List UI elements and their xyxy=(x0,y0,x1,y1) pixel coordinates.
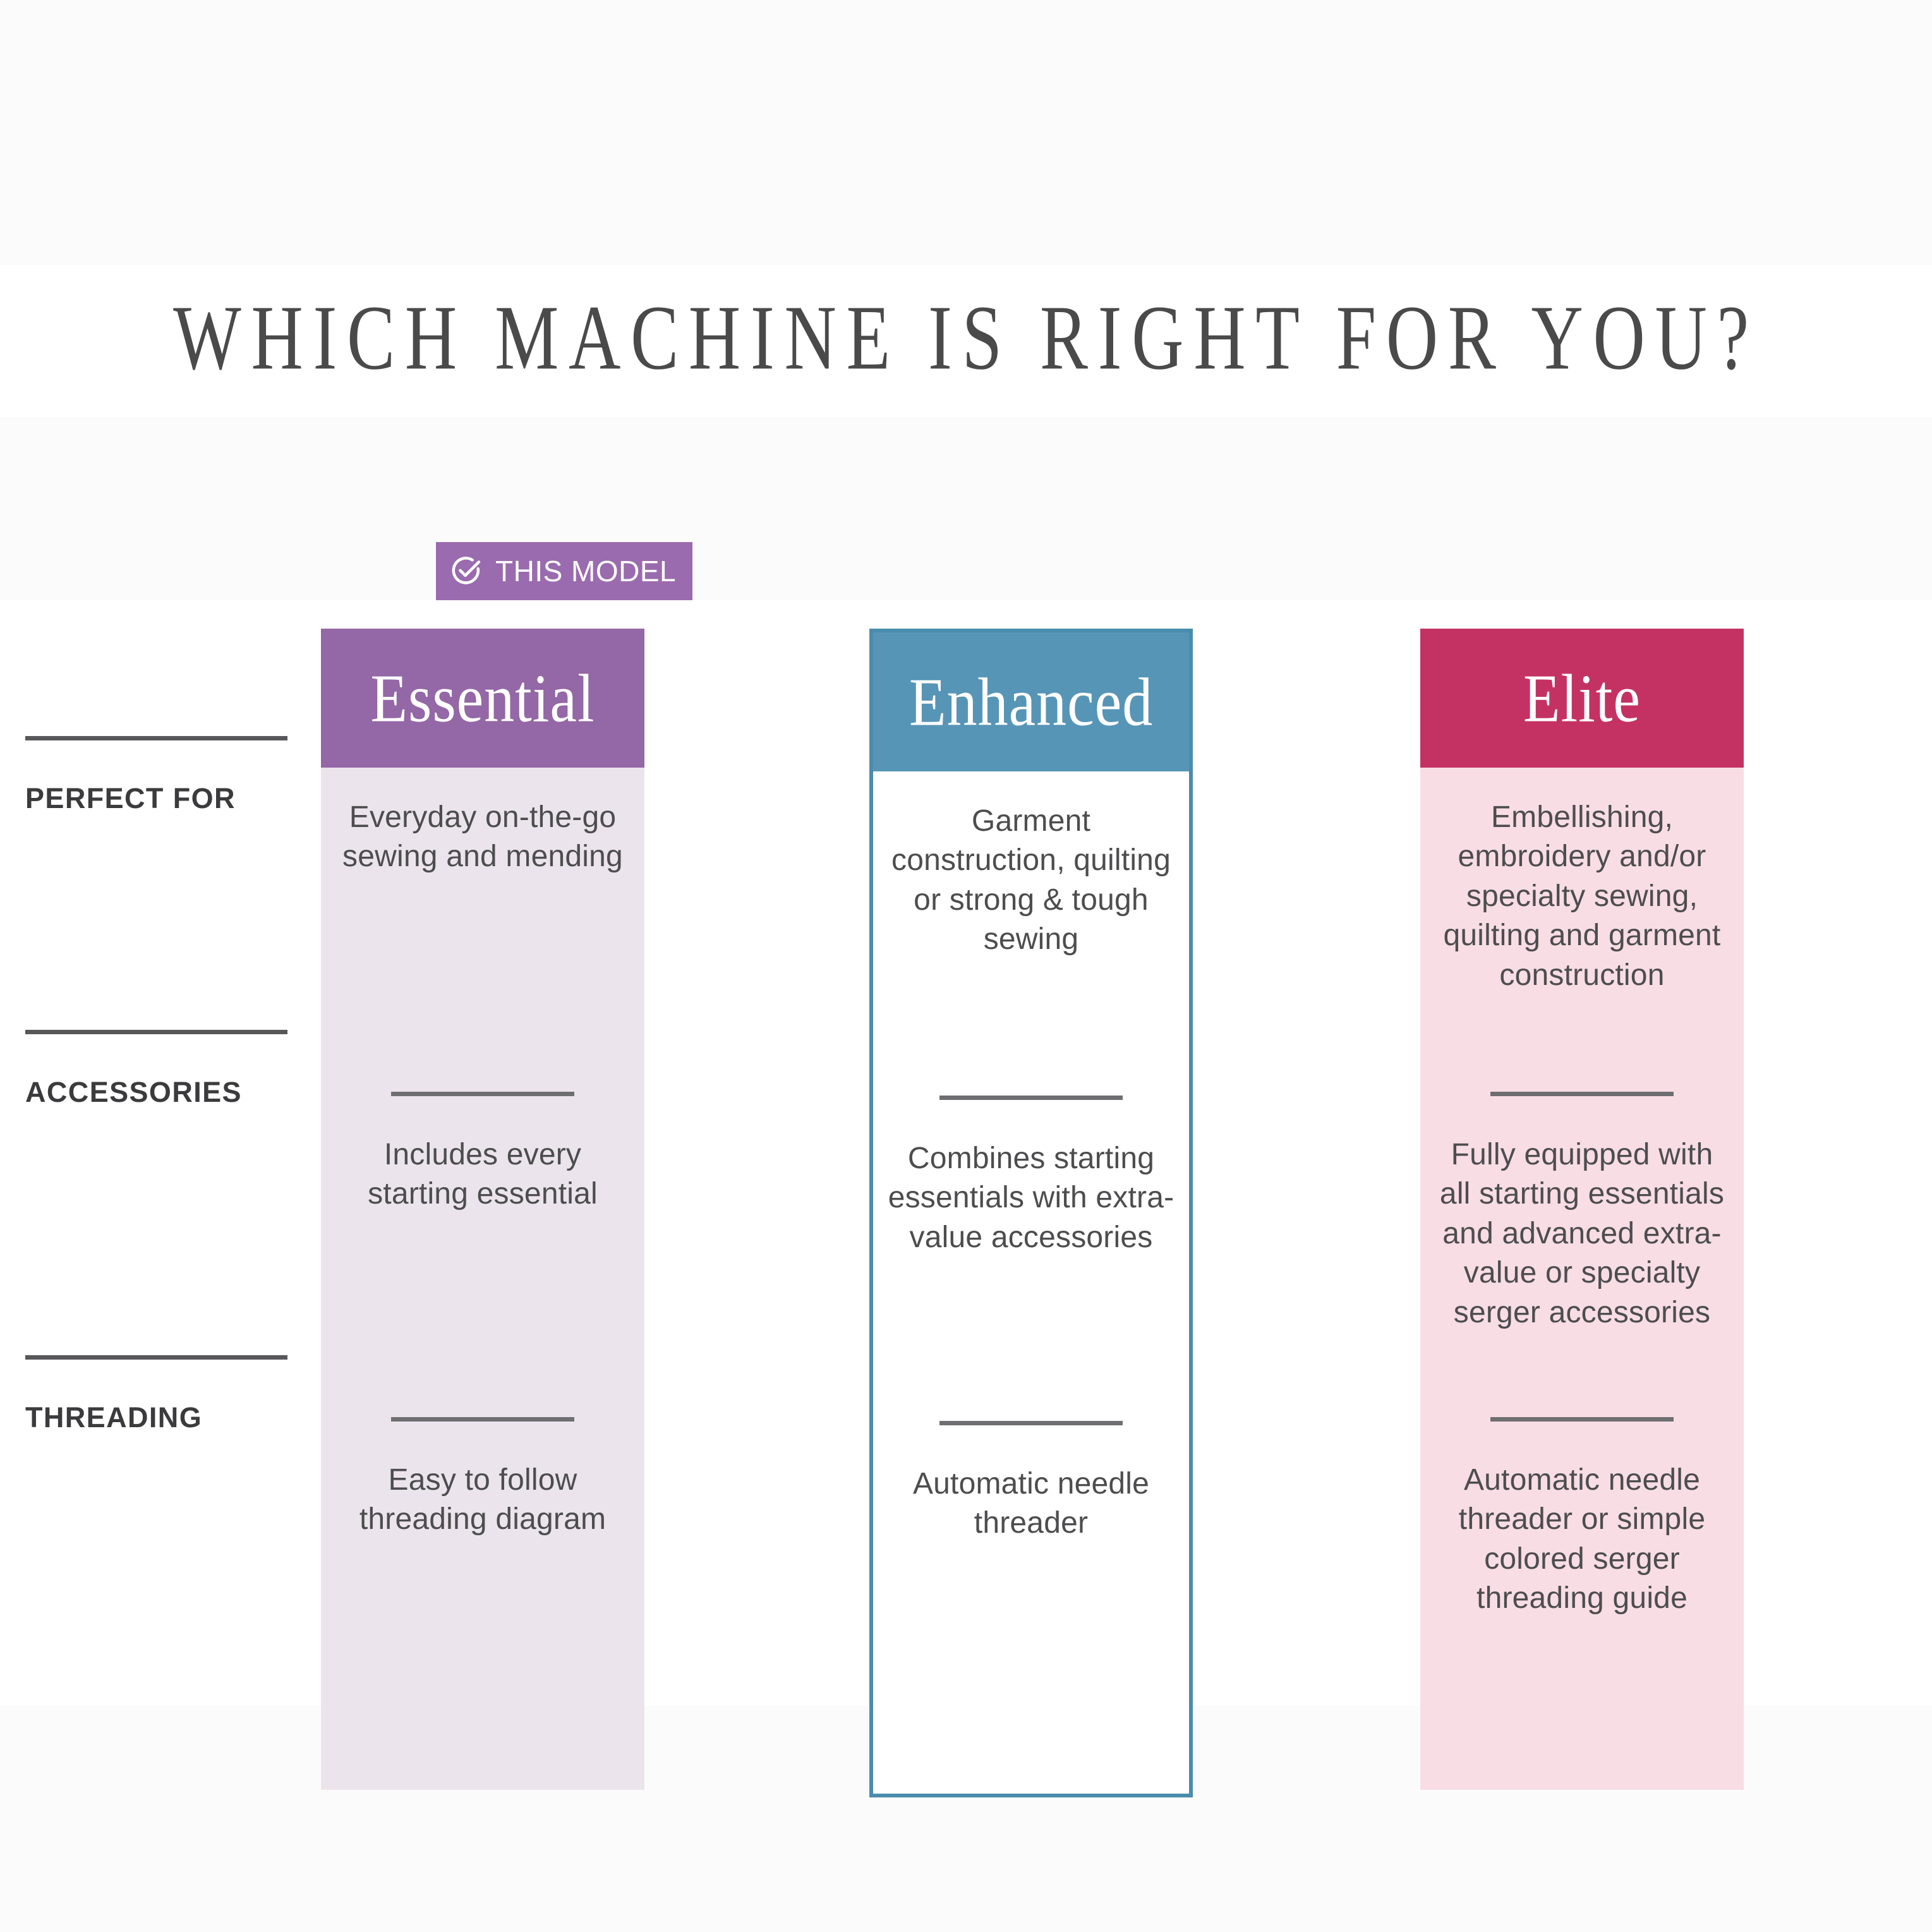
cell-text: Garment construction, quilting or strong… xyxy=(891,804,1171,957)
cell-text: Automatic needle threader or simple colo… xyxy=(1458,1463,1706,1615)
cell-divider xyxy=(1490,1092,1674,1096)
card-header-essential: Essential xyxy=(321,629,644,768)
row-label-rail: PERFECT FOR ACCESSORIES THREADING xyxy=(25,531,297,1712)
column-enhanced[interactable]: Enhanced Garment construction, quilting … xyxy=(869,629,1193,1797)
row-label-threading: THREADING xyxy=(25,1355,291,1434)
card-body-enhanced: Garment construction, quilting or strong… xyxy=(873,771,1189,1794)
column-essential[interactable]: Essential Everyday on-the-go sewing and … xyxy=(321,629,644,1790)
card-header-elite: Elite xyxy=(1420,629,1744,768)
cell-threading: Automatic needle threader or simple colo… xyxy=(1428,1417,1736,1714)
cell-divider xyxy=(939,1096,1123,1100)
cell-threading: Easy to follow threading diagram xyxy=(329,1417,637,1714)
cell-accessories: Combines starting essentials with extra-… xyxy=(881,1096,1181,1421)
comparison-grid: PERFECT FOR ACCESSORIES THREADING Essent… xyxy=(0,531,1932,1797)
cell-threading: Automatic needle threader xyxy=(881,1421,1181,1718)
cell-divider xyxy=(939,1421,1123,1425)
card-enhanced[interactable]: Enhanced Garment construction, quilting … xyxy=(869,629,1193,1797)
cell-divider xyxy=(1490,1417,1674,1422)
card-body-elite: Embellishing, embroidery and/or specialt… xyxy=(1420,768,1744,1790)
cell-text: Embellishing, embroidery and/or specialt… xyxy=(1443,800,1721,992)
cell-divider xyxy=(391,1092,574,1096)
cell-divider xyxy=(391,1417,574,1422)
row-rule xyxy=(25,1355,287,1360)
cell-perfect-for: Garment construction, quilting or strong… xyxy=(881,771,1181,1096)
row-label-perfect-for: PERFECT FOR xyxy=(25,736,291,815)
card-title: Essential xyxy=(370,660,595,736)
cell-text: Combines starting essentials with extra-… xyxy=(888,1142,1174,1254)
row-rule xyxy=(25,1030,287,1034)
page-title-container: WHICH MACHINE IS RIGHT FOR YOU? xyxy=(0,265,1932,411)
this-model-label: THIS MODEL xyxy=(495,555,677,588)
row-label-text: THREADING xyxy=(25,1401,203,1434)
card-body-essential: Everyday on-the-go sewing and mending In… xyxy=(321,768,644,1790)
card-essential[interactable]: Essential Everyday on-the-go sewing and … xyxy=(321,629,644,1790)
card-elite[interactable]: Elite Embellishing, embroidery and/or sp… xyxy=(1420,629,1744,1790)
this-model-badge[interactable]: THIS MODEL xyxy=(436,542,693,600)
column-elite[interactable]: Elite Embellishing, embroidery and/or sp… xyxy=(1420,629,1744,1790)
cell-text: Includes every starting essential xyxy=(368,1138,598,1211)
cell-text: Automatic needle threader xyxy=(912,1467,1150,1540)
cell-perfect-for: Everyday on-the-go sewing and mending xyxy=(329,768,637,1092)
card-header-enhanced: Enhanced xyxy=(873,632,1189,771)
cell-text: Easy to follow threading diagram xyxy=(359,1463,607,1537)
row-label-text: PERFECT FOR xyxy=(25,782,236,814)
row-label-text: ACCESSORIES xyxy=(25,1076,242,1108)
page-title: WHICH MACHINE IS RIGHT FOR YOU? xyxy=(173,286,1759,389)
check-circle-icon xyxy=(452,557,481,584)
card-title: Enhanced xyxy=(909,664,1154,740)
row-label-accessories: ACCESSORIES xyxy=(25,1030,291,1109)
cell-perfect-for: Embellishing, embroidery and/or specialt… xyxy=(1428,768,1736,1092)
cell-accessories: Includes every starting essential xyxy=(329,1092,637,1417)
row-rule xyxy=(25,736,287,740)
cell-accessories: Fully equipped with all starting essenti… xyxy=(1428,1092,1736,1417)
cell-text: Fully equipped with all starting essenti… xyxy=(1439,1138,1725,1329)
card-title: Elite xyxy=(1523,660,1641,736)
cell-text: Everyday on-the-go sewing and mending xyxy=(342,800,623,874)
